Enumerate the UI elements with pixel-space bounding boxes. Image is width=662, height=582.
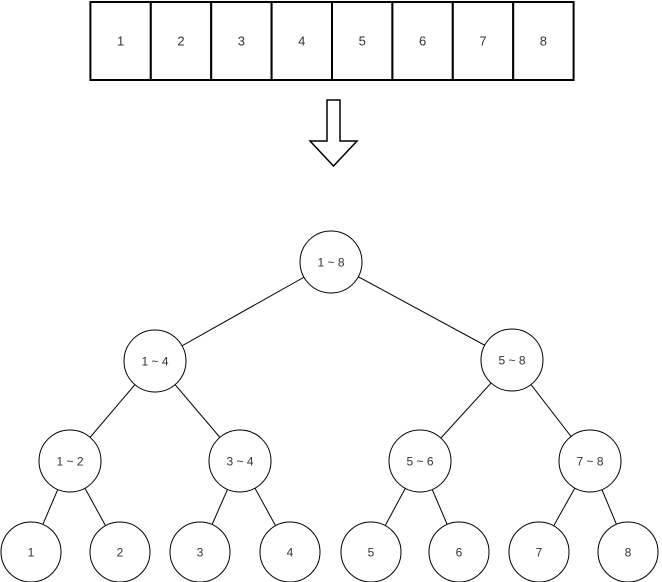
tree-node-3-4-label: 3 ~ 4 <box>226 455 253 469</box>
array-cell-8 <box>512 1 575 81</box>
tree-leaf-1-label: 1 <box>28 546 35 560</box>
tree-node-1-2-label: 1 ~ 2 <box>56 455 83 469</box>
tree-edge-root-right <box>330 261 513 361</box>
array-cell-5 <box>331 1 394 81</box>
array-cell-1-label: 1 <box>117 34 124 49</box>
array-cell-7-label: 7 <box>479 34 486 49</box>
array-cell-6 <box>391 1 454 81</box>
tree-leaf-7-label: 7 <box>536 546 543 560</box>
tree-leaf-6-label: 6 <box>456 546 463 560</box>
array-cell-7 <box>451 1 515 81</box>
tree-leaf-8-label: 8 <box>625 546 632 560</box>
array-cell-2 <box>149 1 213 81</box>
tree-edge-root-left <box>154 261 332 362</box>
tree-leaf-4-label: 4 <box>287 546 294 560</box>
array-cell-8-label: 8 <box>540 34 547 49</box>
tree-leaf-7 <box>508 521 570 582</box>
tree-nodes: 1 ~ 8 1 ~ 4 5 ~ 8 1 ~ 2 3 ~ 4 5 ~ 6 7 ~ … <box>0 230 659 582</box>
tree-node-5-8-label: 5 ~ 8 <box>498 354 525 368</box>
tree-node-1-4-label: 1 ~ 4 <box>141 355 168 369</box>
array-cell-5-label: 5 <box>359 34 366 49</box>
tree-node-1-2 <box>38 429 102 493</box>
tree-leaf-5 <box>340 521 402 582</box>
array-cell-1 <box>89 1 152 81</box>
array-cell-6-label: 6 <box>419 34 426 49</box>
tree-node-1-4 <box>123 329 187 393</box>
down-arrow-icon <box>308 99 359 168</box>
tree-edges <box>30 261 629 553</box>
array-cell-2-label: 2 <box>177 34 184 49</box>
tree-node-5-6-label: 5 ~ 6 <box>406 455 433 469</box>
tree-node-1-8 <box>299 230 363 294</box>
tree-leaf-5-label: 5 <box>368 546 375 560</box>
tree-node-7-8-label: 7 ~ 8 <box>576 455 603 469</box>
tree-leaf-4 <box>259 521 321 582</box>
tree-leaf-2-label: 2 <box>117 546 124 560</box>
array-cell-3-label: 3 <box>238 34 245 49</box>
tree-node-1-8-label: 1 ~ 8 <box>317 256 344 270</box>
tree-node-7-8 <box>558 429 622 493</box>
tree-leaf-1 <box>0 521 62 582</box>
array-cell-4-label: 4 <box>298 34 305 49</box>
tree-leaf-2 <box>89 521 151 582</box>
array-row: 1 2 3 4 5 6 7 8 <box>89 1 575 81</box>
tree-leaf-8 <box>597 521 659 582</box>
tree-leaf-6 <box>428 521 490 582</box>
tree-leaf-3-label: 3 <box>197 546 204 560</box>
tree-node-3-4 <box>208 429 272 493</box>
tree-node-5-8 <box>480 328 544 392</box>
tree-leaf-3 <box>169 521 231 582</box>
array-cell-3 <box>210 1 273 81</box>
tree-node-5-6 <box>388 429 452 493</box>
